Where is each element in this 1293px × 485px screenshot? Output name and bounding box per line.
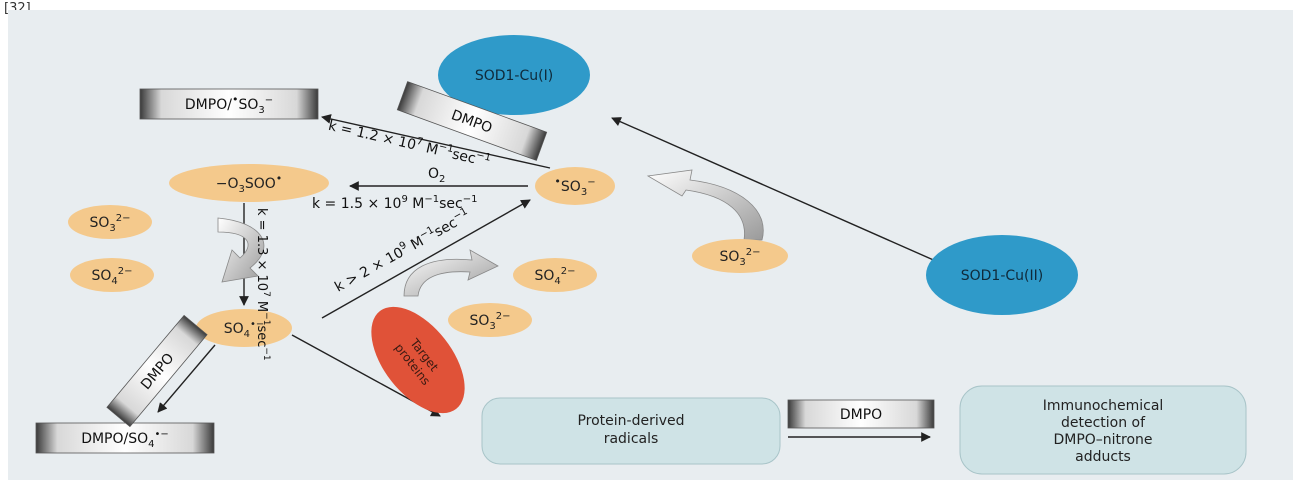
bar-dmpo-bottom: DMPO bbox=[787, 399, 935, 429]
label-k-vertical: k = 1.3 × 107 M−1sec−1 bbox=[254, 208, 271, 361]
node-target-proteins: Target proteins bbox=[371, 306, 465, 414]
label-k-o2: k = 1.5 × 109 M−1sec−1 bbox=[312, 194, 477, 212]
arrow-dmpo-top bbox=[321, 114, 551, 169]
arrow-diagonal bbox=[321, 199, 531, 319]
node-sulfate-radical: SO4•− bbox=[196, 309, 292, 347]
node-so3-mid: SO32− bbox=[448, 303, 532, 337]
node-peroxy-radical: −O3SOO• bbox=[169, 164, 329, 202]
arrow-dmpo-left bbox=[157, 344, 216, 413]
sulfite-dot: • bbox=[554, 175, 561, 188]
bar-dmpo-top: DMPO bbox=[396, 81, 548, 161]
svg-text:SO42−: SO42− bbox=[91, 266, 132, 287]
node-sod1-cu1: SOD1-Cu(I) bbox=[438, 35, 590, 115]
node-sod1-cu1-label: SOD1-Cu(I) bbox=[475, 68, 553, 84]
bar-dmpo-so3: DMPO/•SO3− bbox=[139, 88, 319, 120]
svg-text:SO32−: SO32− bbox=[89, 213, 130, 234]
arrow-sod-reduction bbox=[611, 117, 939, 263]
curl-arrow-mid bbox=[403, 249, 499, 297]
svg-text:−O3SOO•: −O3SOO• bbox=[216, 172, 283, 195]
label-o2: O2 bbox=[428, 166, 445, 185]
protein-radicals-line-2: radicals bbox=[604, 431, 659, 447]
svg-text:•SO3−: •SO3− bbox=[554, 175, 595, 198]
node-so4-left: SO42− bbox=[70, 258, 154, 292]
box-immuno: Immunochemical detection of DMPO–nitrone… bbox=[959, 385, 1247, 475]
node-sulfite-radical: •SO3− bbox=[535, 167, 615, 205]
node-so3-right: SO32− bbox=[692, 239, 788, 273]
immuno-line-4: adducts bbox=[1075, 449, 1131, 465]
svg-text:SO32−: SO32− bbox=[469, 311, 510, 332]
curl-arrow-right bbox=[646, 169, 764, 241]
svg-text:DMPO/•SO3−: DMPO/•SO3− bbox=[185, 93, 273, 116]
svg-text:DMPO: DMPO bbox=[840, 407, 882, 423]
node-sod1-cu2-label: SOD1-Cu(II) bbox=[961, 268, 1043, 284]
svg-text:DMPO/SO4•−: DMPO/SO4•− bbox=[81, 429, 169, 450]
immuno-line-1: Immunochemical bbox=[1043, 398, 1164, 414]
protein-radicals-line-1: Protein-derived bbox=[577, 413, 684, 429]
immuno-line-3: DMPO–nitrone bbox=[1053, 432, 1152, 448]
svg-text:SO32−: SO32− bbox=[719, 247, 760, 268]
node-so4-mid: SO42− bbox=[513, 258, 597, 292]
bar-dmpo-so4: DMPO/SO4•− bbox=[35, 422, 215, 454]
box-protein-radicals: Protein-derived radicals bbox=[481, 397, 781, 465]
node-so3-left: SO32− bbox=[68, 205, 152, 239]
curl-arrow-left bbox=[217, 217, 265, 283]
immuno-line-2: detection of bbox=[1061, 415, 1146, 431]
node-sod1-cu2: SOD1-Cu(II) bbox=[926, 235, 1078, 315]
svg-text:SO4•−: SO4•− bbox=[224, 319, 265, 340]
svg-text:SO42−: SO42− bbox=[534, 266, 575, 287]
